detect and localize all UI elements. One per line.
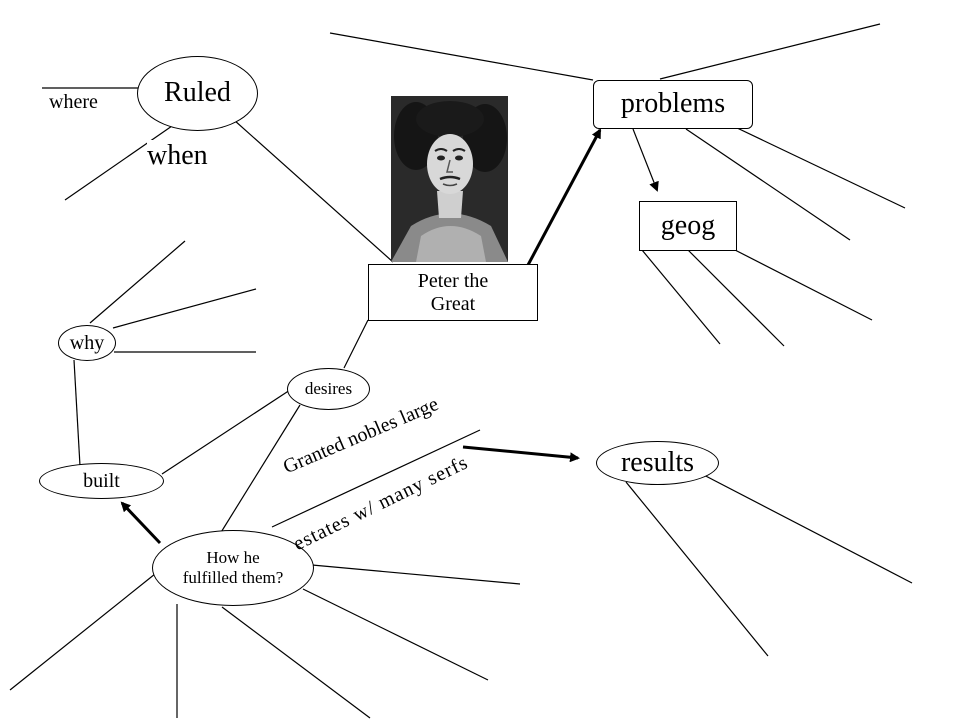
geog-spoke-1 [641, 249, 721, 345]
desires-node: desires [287, 368, 370, 410]
desires-label: desires [304, 379, 353, 399]
built-node: built [39, 463, 164, 499]
how-label-line2: fulfilled them? [182, 568, 284, 587]
how-spoke-3 [302, 588, 489, 681]
how-node: How he fulfilled them? [152, 530, 314, 606]
why-built-line [73, 359, 81, 467]
problems-spoke-2 [659, 23, 881, 80]
center-label-line1: Peter the [417, 269, 489, 292]
problems-label: problems [620, 88, 726, 120]
problems-node: problems [593, 80, 753, 129]
problems-geog-arrow [632, 128, 659, 192]
edge-results-arrow [462, 445, 580, 463]
desires-built-line [161, 389, 291, 475]
geog-node: geog [639, 201, 737, 251]
results-spoke-1 [625, 481, 769, 657]
geog-spoke-2 [687, 249, 785, 347]
how-spoke-2 [311, 564, 521, 585]
built-label: built [83, 469, 120, 492]
desires-center-line [343, 319, 369, 369]
why-node: why [58, 325, 116, 361]
geog-label: geog [660, 209, 716, 241]
results-node: results [596, 441, 719, 485]
results-spoke-2 [697, 471, 913, 584]
center-label-line2: Great [430, 292, 476, 315]
how-spoke-1 [271, 429, 481, 528]
problems-spoke-3 [734, 126, 906, 209]
problems-spoke-1 [329, 32, 594, 81]
ruled-label: Ruled [164, 77, 231, 109]
where-label: where [49, 91, 98, 114]
results-label: results [620, 446, 695, 478]
how-spoke-6 [9, 569, 161, 691]
problems-spoke-4 [685, 128, 851, 241]
center-problems-arrow [526, 128, 602, 266]
why-label: why [69, 331, 105, 354]
how-spoke-4 [221, 606, 371, 719]
ruled-when-line [64, 125, 173, 201]
when-label: when [147, 140, 208, 172]
geog-spoke-3 [734, 249, 873, 321]
why-spoke-2 [112, 288, 257, 329]
desires-how-line [214, 404, 301, 543]
ruled-center-line [233, 119, 394, 263]
ruled-node: Ruled [137, 56, 258, 131]
how-label-line1: How he [206, 548, 260, 568]
center-node: Peter the Great [368, 264, 538, 321]
peter-the-great-portrait [391, 96, 508, 262]
how-built-arrow [120, 501, 162, 545]
why-spoke-1 [89, 240, 186, 324]
